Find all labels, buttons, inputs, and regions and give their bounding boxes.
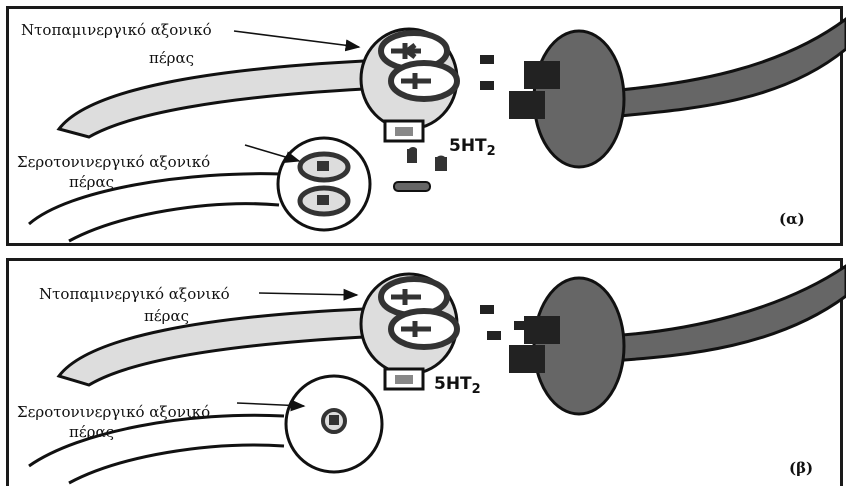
dopamine-vesicles bbox=[378, 30, 460, 102]
receptor-label: 5HT2 bbox=[434, 374, 481, 397]
serotonergic-axon-2 bbox=[68, 202, 280, 243]
panel-b: Ντοπαμινεργικό αξονικό πέρας Σεροτονινερ… bbox=[6, 258, 846, 486]
arrow-dopaminergic bbox=[258, 288, 359, 301]
label-serotonergic-line2: πέρας bbox=[69, 423, 114, 441]
serotonergic-axon-1 bbox=[28, 413, 285, 468]
panel-tag-a: (α) bbox=[779, 210, 805, 228]
label-dopaminergic-line2: πέρας bbox=[144, 307, 189, 325]
label-dopaminergic-line1: Ντοπαμινεργικό αξονικό bbox=[21, 21, 212, 39]
diagram-a: Ντοπαμινεργικό αξονικό πέρας Σεροτονινερ… bbox=[17, 17, 846, 243]
postsynaptic-neuron bbox=[532, 276, 626, 416]
label-dopaminergic-line2: πέρας bbox=[149, 49, 194, 67]
label-serotonergic-line1: Σεροτονινεργικό αξονικό bbox=[17, 403, 210, 421]
label-serotonergic-line1: Σεροτονινεργικό αξονικό bbox=[17, 153, 210, 171]
dopaminergic-axon bbox=[56, 59, 366, 139]
arrow-serotonergic bbox=[244, 144, 301, 163]
arrow-serotonergic bbox=[236, 399, 306, 412]
panel-a: Ντοπαμινεργικό αξονικό πέρας Σεροτονινερ… bbox=[6, 6, 846, 246]
label-serotonergic-line2: πέρας bbox=[69, 173, 114, 191]
serotonin-vesicle bbox=[321, 408, 347, 434]
serotonergic-axon-2 bbox=[68, 443, 285, 485]
5ht2-receptor-on-terminal bbox=[383, 119, 425, 143]
dopamine-molecules bbox=[480, 55, 494, 90]
panel-tag-b: (β) bbox=[789, 459, 813, 477]
dopamine-vesicles bbox=[378, 276, 460, 350]
postsynaptic-dendrite bbox=[607, 17, 846, 119]
serotonin-molecules bbox=[407, 147, 447, 171]
postsynaptic-dendrite bbox=[607, 264, 846, 363]
receptor-label: 5HT2 bbox=[449, 136, 496, 159]
diagram-b: Ντοπαμινεργικό αξονικό πέρας Σεροτονινερ… bbox=[17, 264, 846, 485]
dopamine-molecules bbox=[480, 305, 530, 340]
serotonergic-axon-1 bbox=[28, 172, 282, 226]
postsynaptic-neuron bbox=[532, 29, 626, 169]
serotonin-vesicles bbox=[297, 151, 351, 217]
dopaminergic-axon bbox=[56, 307, 366, 387]
arrow-dopaminergic bbox=[233, 30, 361, 52]
5ht2-receptor-on-terminal bbox=[383, 367, 425, 391]
label-dopaminergic-line1: Ντοπαμινεργικό αξονικό bbox=[39, 285, 230, 303]
dopamine-receptors bbox=[509, 61, 560, 119]
dopamine-receptors bbox=[509, 316, 560, 373]
reuptake-transporter bbox=[393, 181, 431, 192]
